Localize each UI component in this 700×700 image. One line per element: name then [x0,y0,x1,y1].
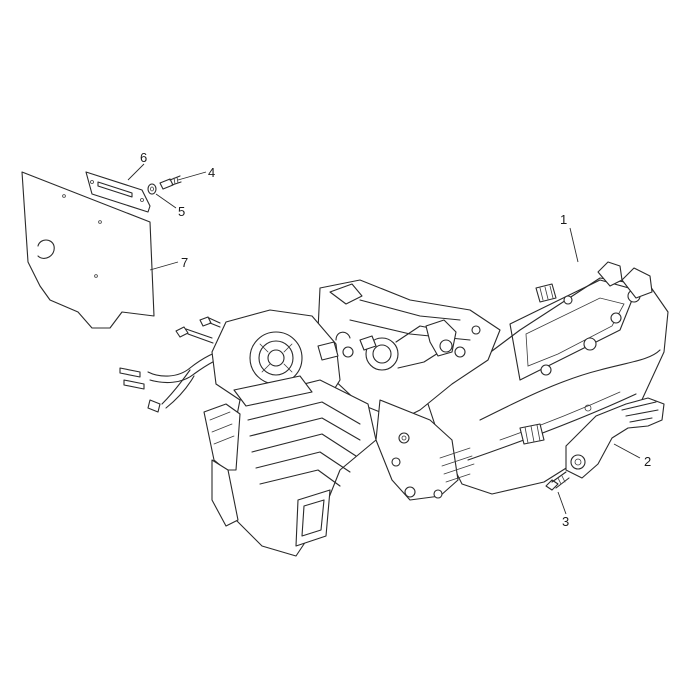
lever-screw [545,471,570,491]
callout-7: 7 [181,255,188,270]
cover-screw [159,175,182,190]
leader-3 [557,491,567,515]
callout-6: 6 [140,150,147,165]
leader-1 [569,227,579,263]
leader-4 [177,171,207,181]
leader-5 [155,193,177,209]
leader-7 [149,261,179,271]
callout-4: 4 [208,165,215,180]
washer [147,183,157,195]
leader-2 [613,443,641,459]
callouts: 1 2 3 4 5 6 7 [140,150,651,529]
engine-assembly [203,261,669,557]
callout-1: 1 [560,212,567,227]
callout-3: 3 [562,514,569,529]
engine-bolt-left [175,326,214,344]
kickstart-lever [565,397,665,479]
callout-2: 2 [644,454,651,469]
leader-lines [127,163,641,515]
mounting-bracket [85,171,151,213]
callout-5: 5 [178,204,185,219]
leader-6 [127,163,145,181]
heat-shield-plate [21,171,155,329]
